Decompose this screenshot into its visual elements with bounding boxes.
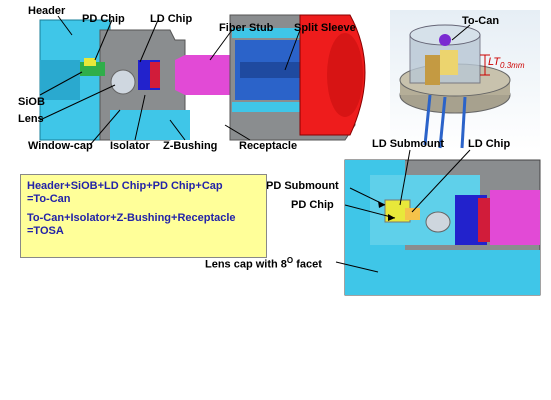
label-split-sleeve: Split Sleeve <box>294 22 356 34</box>
label-isolator: Isolator <box>110 140 150 152</box>
lens-cap-degree: O <box>286 256 294 265</box>
label-receptacle: Receptacle <box>239 140 298 152</box>
label-lens: Lens <box>18 113 44 125</box>
info-line-2: =To-Can <box>27 193 71 205</box>
label-ld-chip-zoom: LD Chip <box>468 138 511 150</box>
dimension-label: LT0.3mm <box>488 56 524 70</box>
lens-cap-text: Lens cap with 8 <box>205 258 287 271</box>
label-fiber-stub: Fiber Stub <box>219 22 274 34</box>
label-ld-chip: LD Chip <box>150 13 193 25</box>
info-line-3: To-Can+Isolator+Z-Bushing+Receptacle <box>27 212 236 224</box>
info-line-1: Header+SiOB+LD Chip+PD Chip+Cap <box>27 180 223 192</box>
lens-cap-tail: facet <box>293 258 322 271</box>
label-z-bushing: Z-Bushing <box>163 140 218 152</box>
label-siob: SiOB <box>18 96 45 108</box>
label-lens-cap: Lens cap with 8O facet <box>205 255 322 271</box>
label-ld-submount: LD Submount <box>372 138 445 150</box>
label-pd-chip: PD Chip <box>82 13 125 25</box>
info-line-4: =TOSA <box>27 225 64 237</box>
label-to-can: To-Can <box>462 15 500 27</box>
dimension-lt: LT <box>488 56 501 68</box>
label-header: Header <box>28 5 66 17</box>
label-window-cap: Window-cap <box>28 140 93 152</box>
assembly-info-box: Header+SiOB+LD Chip+PD Chip+Cap =To-Can … <box>20 174 267 258</box>
dimension-value: 0.3mm <box>500 61 525 71</box>
label-pd-submount: PD Submount <box>266 180 339 192</box>
label-pd-chip-zoom: PD Chip <box>291 199 334 211</box>
